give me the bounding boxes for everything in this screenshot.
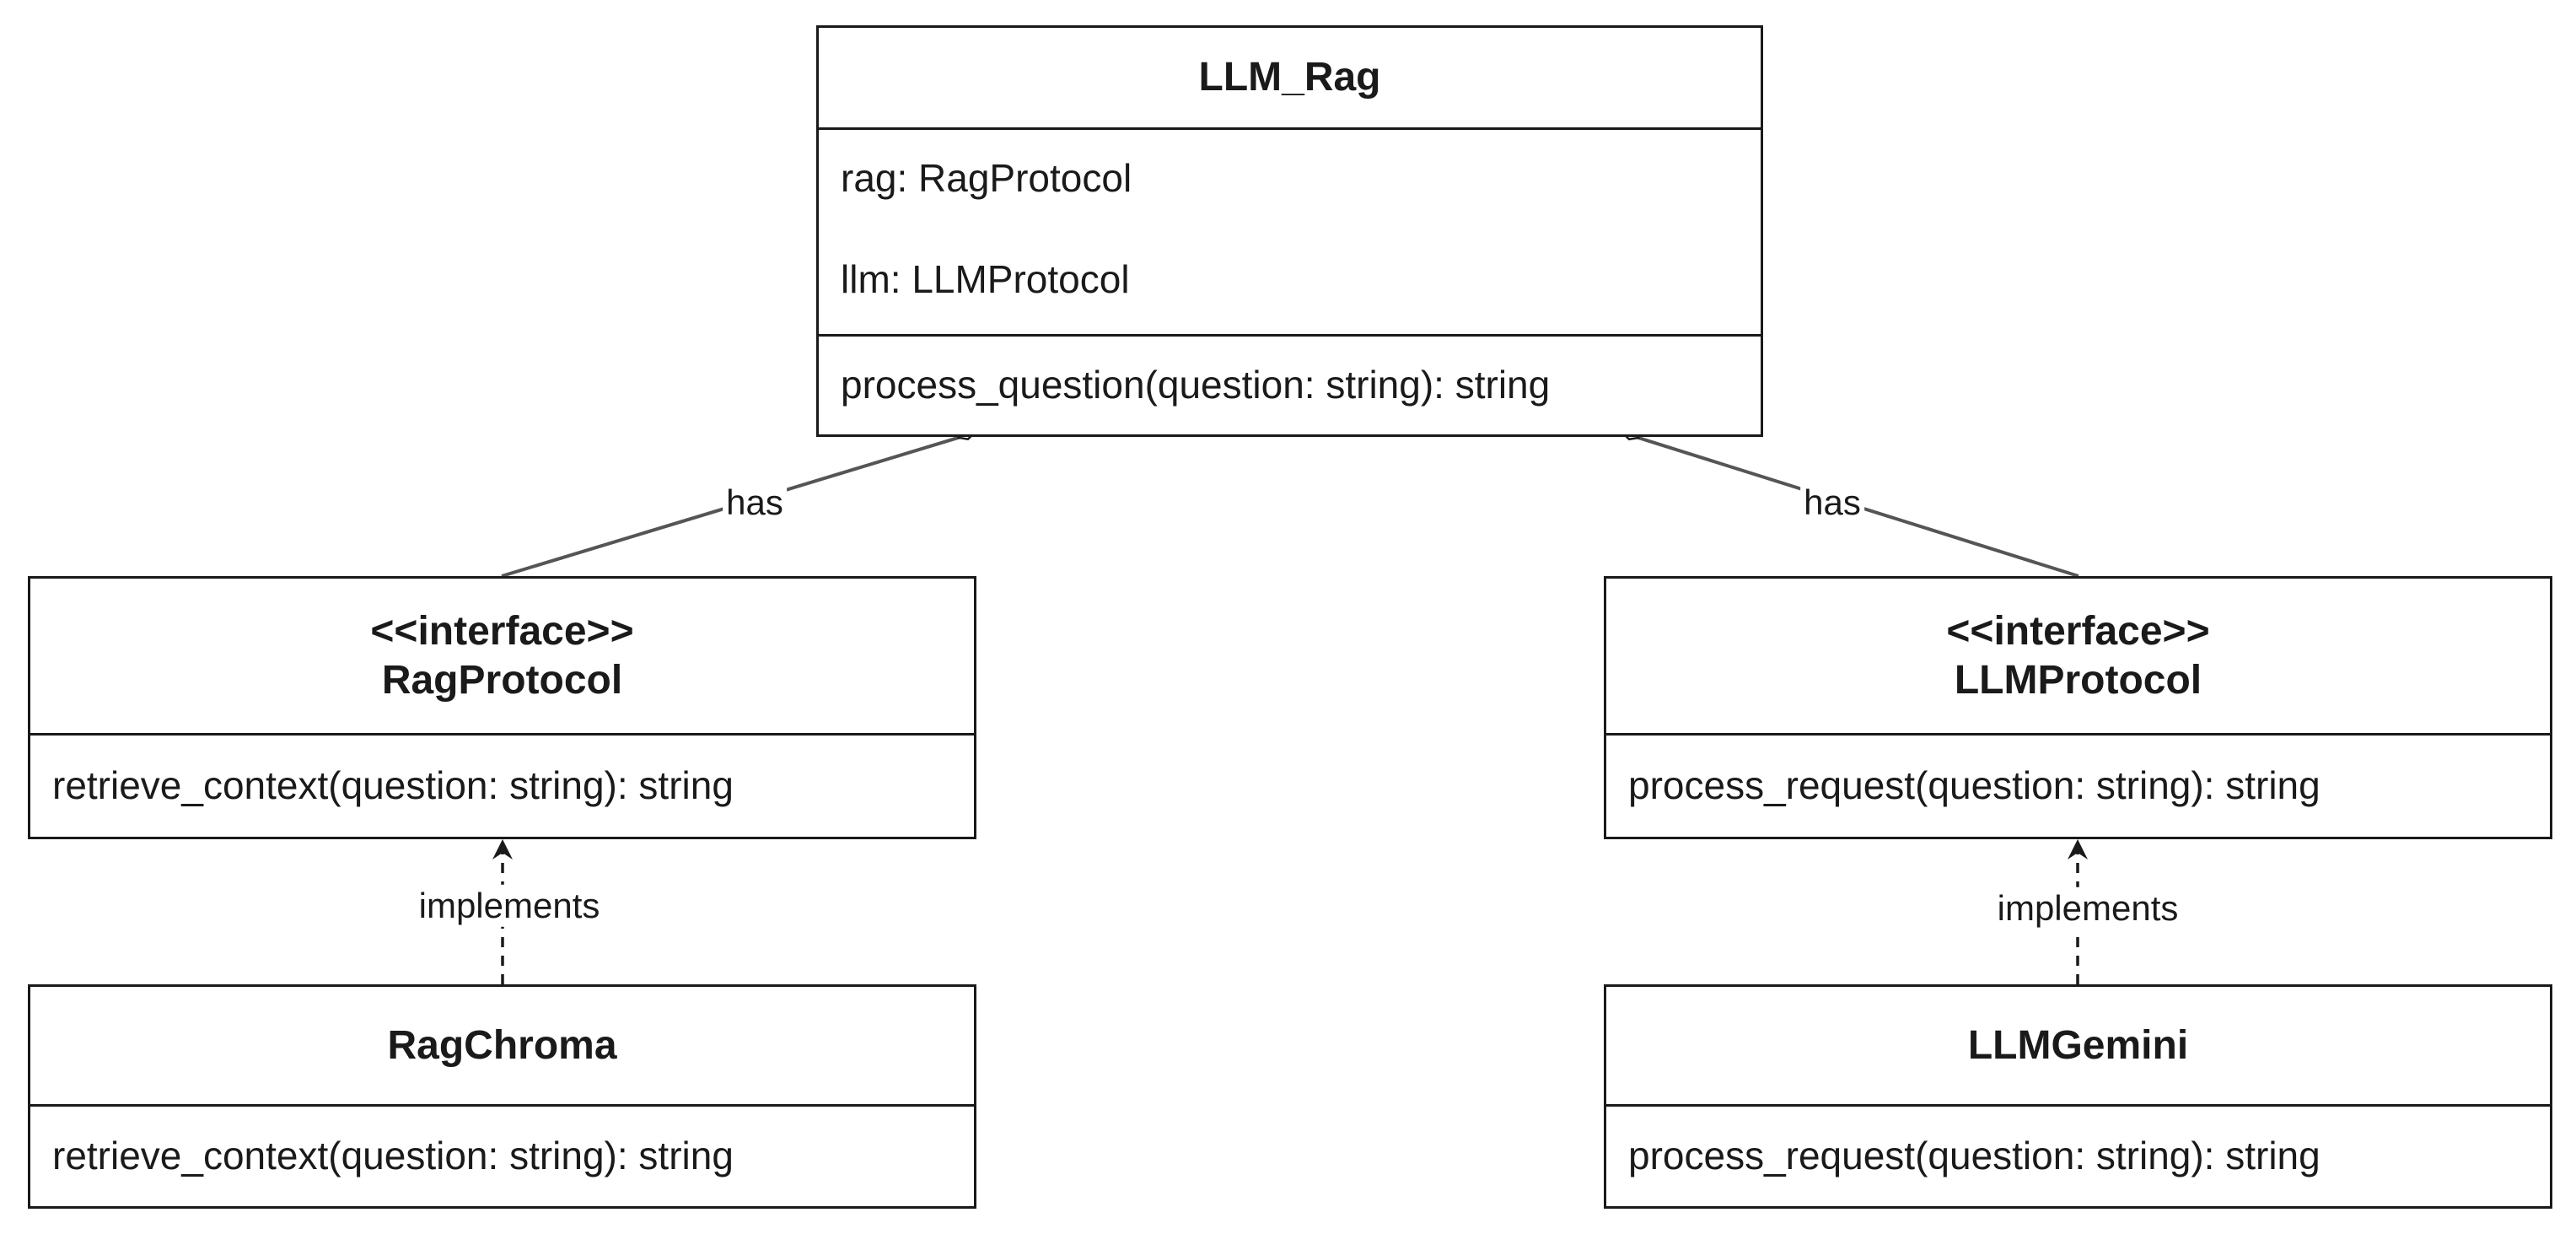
interface-rag-protocol: <<interface>> RagProtocol retrieve_conte…	[28, 576, 976, 839]
interface-name: LLMProtocol	[1954, 657, 2202, 703]
has-label-llm: has	[1800, 481, 1864, 525]
interface-llm-protocol: <<interface>> LLMProtocol process_reques…	[1604, 576, 2552, 839]
implements-label-rag: implements	[415, 884, 604, 928]
methods-section: process_question(question: string): stri…	[819, 334, 1761, 434]
implements-label-llm: implements	[1993, 886, 2182, 930]
method-process-request: process_request(question: string): strin…	[1628, 1134, 2321, 1178]
class-llm-rag: LLM_Rag rag: RagProtocol llm: LLMProtoco…	[816, 25, 1763, 437]
attributes-section: rag: RagProtocol llm: LLMProtocol	[819, 127, 1761, 334]
method-retrieve-context: retrieve_context(question: string): stri…	[52, 763, 734, 808]
attribute-rag: rag: RagProtocol	[841, 156, 1132, 200]
method-process-request: process_request(question: string): strin…	[1628, 763, 2321, 808]
interface-name: RagProtocol	[381, 657, 623, 703]
class-name-text: RagChroma	[387, 1022, 617, 1068]
method-process-question: process_question(question: string): stri…	[841, 363, 1551, 407]
has-label-rag: has	[723, 481, 787, 525]
class-rag-chroma: RagChroma retrieve_context(question: str…	[28, 984, 976, 1209]
methods-section: retrieve_context(question: string): stri…	[30, 733, 974, 837]
interface-header: <<interface>> LLMProtocol	[1606, 579, 2550, 733]
attribute-llm: llm: LLMProtocol	[841, 257, 1130, 301]
stereotype-label: <<interface>>	[370, 608, 634, 654]
class-llm-gemini: LLMGemini process_request(question: stri…	[1604, 984, 2552, 1209]
class-name: LLM_Rag	[819, 28, 1761, 127]
methods-section: retrieve_context(question: string): stri…	[30, 1104, 974, 1206]
interface-header: <<interface>> RagProtocol	[30, 579, 974, 733]
methods-section: process_request(question: string): strin…	[1606, 733, 2550, 837]
methods-section: process_request(question: string): strin…	[1606, 1104, 2550, 1206]
class-name: LLMGemini	[1606, 987, 2550, 1104]
class-name-text: LLM_Rag	[1198, 55, 1381, 100]
class-name: RagChroma	[30, 987, 974, 1104]
stereotype-label: <<interface>>	[1946, 608, 2210, 654]
class-name-text: LLMGemini	[1967, 1022, 2189, 1068]
method-retrieve-context: retrieve_context(question: string): stri…	[52, 1134, 734, 1178]
